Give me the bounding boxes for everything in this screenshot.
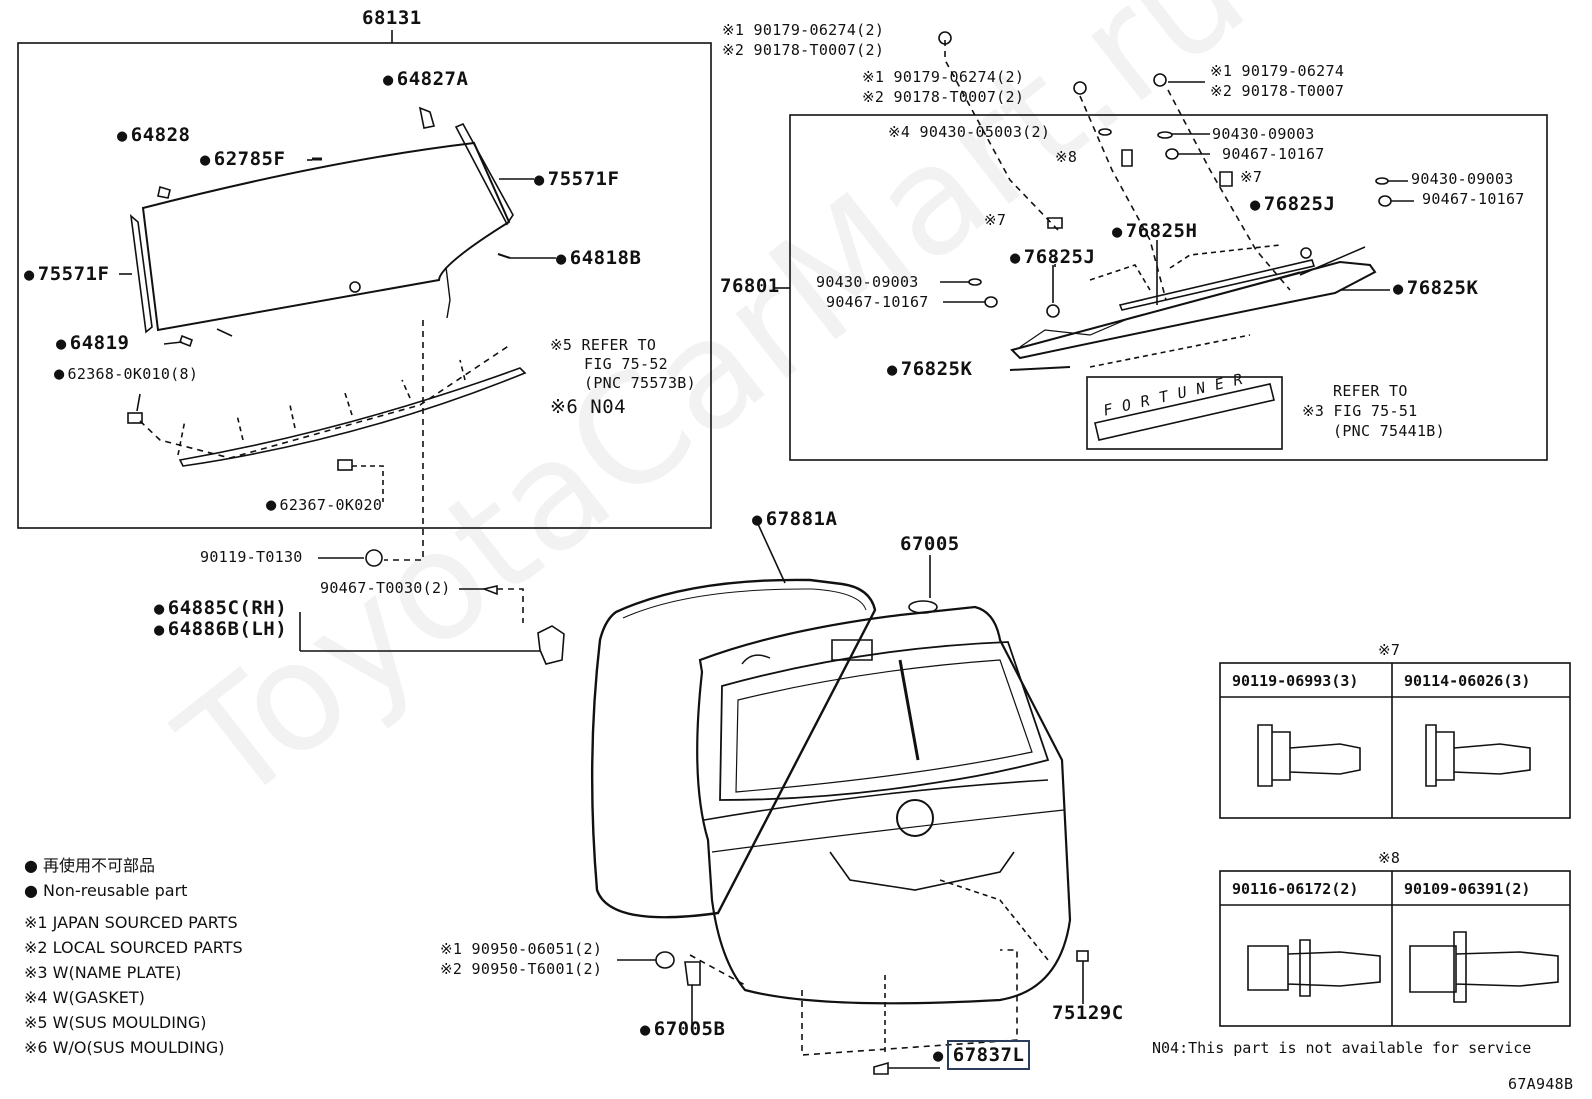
label-90119-T0130: 90119-T0130 [200,548,303,566]
legend-non-reusable: ● Non-reusable part [24,881,188,900]
legend-local-sourced: ※2 LOCAL SOURCED PARTS [24,938,243,957]
note-ref5-a: ※5 REFER TO [550,336,657,354]
label-gasket: ※4 90430-05003(2) [888,123,1051,141]
label-64818B: 64818B [556,249,641,268]
label-67837L: 67837L [933,1040,1031,1070]
legend-wo-sus-moulding: ※6 W/O(SUS MOULDING) [24,1038,225,1057]
label-67005B: 67005B [640,1020,725,1039]
label-76825K-left: 76825K [887,360,972,379]
label-90467-T0030: 90467-T0030(2) [320,579,451,597]
label-76825H: 76825H [1112,222,1197,241]
label-64828: 64828 [117,126,190,145]
note-ref3-b: ※3 FIG 75-51 [1302,402,1418,420]
lower-moulding [178,367,527,467]
back-window-glass [141,141,511,332]
highlighted-part-67837L[interactable]: 67837L [946,1040,1031,1070]
label-75571F-left: 75571F [24,265,109,284]
label-s8: ※8 [1055,148,1078,166]
legend-japan-sourced: ※1 JAPAN SOURCED PARTS [24,913,238,932]
back-door-panel [696,605,1072,1005]
note-ref3-a: REFER TO [1333,382,1408,400]
label-top3a: ※1 90179-06274 [1210,62,1345,80]
label-62368: 62368-0K010(8) [54,366,198,383]
label-b1b: ※2 90950-T6001(2) [440,960,603,978]
label-62785F: 62785F [200,150,285,169]
label-s7b: ※7 [984,211,1007,229]
note-ref5-c: (PNC 75573B) [584,374,696,392]
label-top1b: ※2 90178-T0007(2) [722,41,885,59]
hinge-bracket [537,625,565,665]
label-64827A: 64827A [383,70,468,89]
side-moulding-left [129,214,153,334]
label-67881A: 67881A [752,510,837,529]
note-ref3-c: (PNC 75441B) [1333,422,1445,440]
label-76801: 76801 [720,275,780,297]
label-top2a: ※1 90179-06274(2) [862,68,1025,86]
label-68131: 68131 [362,7,422,29]
side-moulding-right [454,122,514,226]
label-top2b: ※2 90178-T0007(2) [862,88,1025,106]
label-76825J-right: 76825J [1250,195,1335,214]
glass-group-frame [17,42,712,529]
label-76825J-left: 76825J [1010,248,1095,267]
diagram-code: 67A948B [1508,1075,1574,1093]
legend-name-plate: ※3 W(NAME PLATE) [24,963,182,982]
table7-col2: 90114-06026(3) [1404,672,1531,690]
note-ref5-b: FIG 75-52 [584,355,668,373]
label-90467-b: 90467-10167 [1422,190,1525,208]
table8-col1: 90116-06172(2) [1232,880,1359,898]
label-b1a: ※1 90950-06051(2) [440,940,603,958]
back-door-garnish [1010,260,1377,360]
label-67005: 67005 [900,533,960,555]
label-s7a: ※7 [1240,168,1263,186]
label-62367: 62367-0K020 [266,497,382,514]
fortuner-emblem [1094,383,1275,441]
n04-note: N04:This part is not available for servi… [1152,1039,1532,1057]
legend-non-reusable-jp: ● 再使用不可部品 [24,856,156,875]
label-90430-b: 90430-09003 [1411,170,1514,188]
label-64819: 64819 [56,334,129,353]
nameplate-frame [1086,376,1283,450]
table8-title: ※8 [1378,849,1401,867]
label-76825K-right: 76825K [1393,279,1478,298]
table8-col2: 90109-06391(2) [1404,880,1531,898]
label-top3b: ※2 90178-T0007 [1210,82,1345,100]
label-90430-c: 90430-09003 [816,273,919,291]
table7-title: ※7 [1378,641,1401,659]
label-64886B: 64886B(LH) [154,620,287,639]
note-ref6: ※6 N04 [550,396,627,418]
label-90467-a: 90467-10167 [1222,145,1325,163]
legend-sus-moulding: ※5 W(SUS MOULDING) [24,1013,207,1032]
label-64885C: 64885C(RH) [154,599,287,618]
label-75571F-right: 75571F [534,170,619,189]
label-90430-a: 90430-09003 [1212,125,1315,143]
table7-col1: 90119-06993(3) [1232,672,1359,690]
label-90467-c: 90467-10167 [826,293,929,311]
label-75129C: 75129C [1052,1002,1124,1024]
label-top1a: ※1 90179-06274(2) [722,21,885,39]
door-weatherstrip [590,578,877,919]
legend-gasket: ※4 W(GASKET) [24,988,145,1007]
